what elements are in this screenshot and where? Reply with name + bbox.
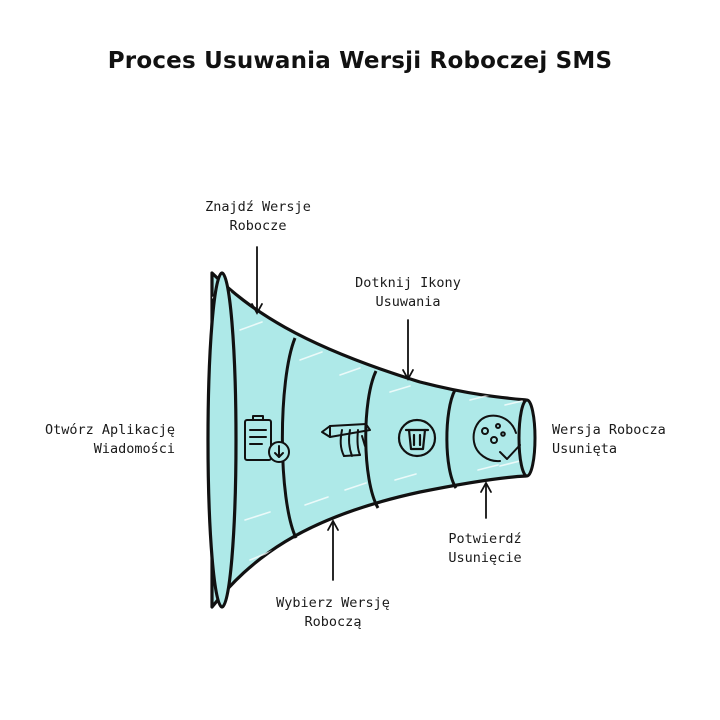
funnel-end bbox=[517, 398, 537, 478]
funnel-mouth bbox=[206, 271, 238, 609]
arrow-potwierdz bbox=[480, 481, 492, 519]
label-znajdz-wersje: Znajdź Wersje Robocze bbox=[205, 199, 311, 234]
clipboard-download-icon bbox=[244, 415, 290, 463]
label-otworz-aplikacje: Otwórz Aplikację Wiadomości bbox=[44, 422, 175, 457]
hand-pen-icon bbox=[321, 423, 371, 457]
arrow-wybierz bbox=[327, 519, 339, 581]
check-badge-icon bbox=[472, 414, 521, 463]
label-dotknij-ikony: Dotknij Ikony Usuwania bbox=[355, 275, 461, 310]
segment-divider-1 bbox=[280, 337, 298, 539]
label-wersja-usunieta: Wersja Robocza Usunięta bbox=[552, 422, 666, 457]
funnel-body bbox=[206, 271, 537, 609]
label-wybierz-wersje: Wybierz Wersję Roboczą bbox=[276, 595, 390, 630]
segment-divider-2 bbox=[364, 370, 380, 509]
label-potwierdz-usuniecie: Potwierdź Usunięcie bbox=[448, 531, 522, 566]
arrow-dotknij bbox=[402, 319, 414, 381]
trash-bin-icon bbox=[397, 418, 437, 458]
segment-divider-3 bbox=[445, 389, 458, 489]
arrow-znajdz bbox=[251, 246, 263, 315]
page-title: Proces Usuwania Wersji Roboczej SMS bbox=[107, 48, 613, 74]
